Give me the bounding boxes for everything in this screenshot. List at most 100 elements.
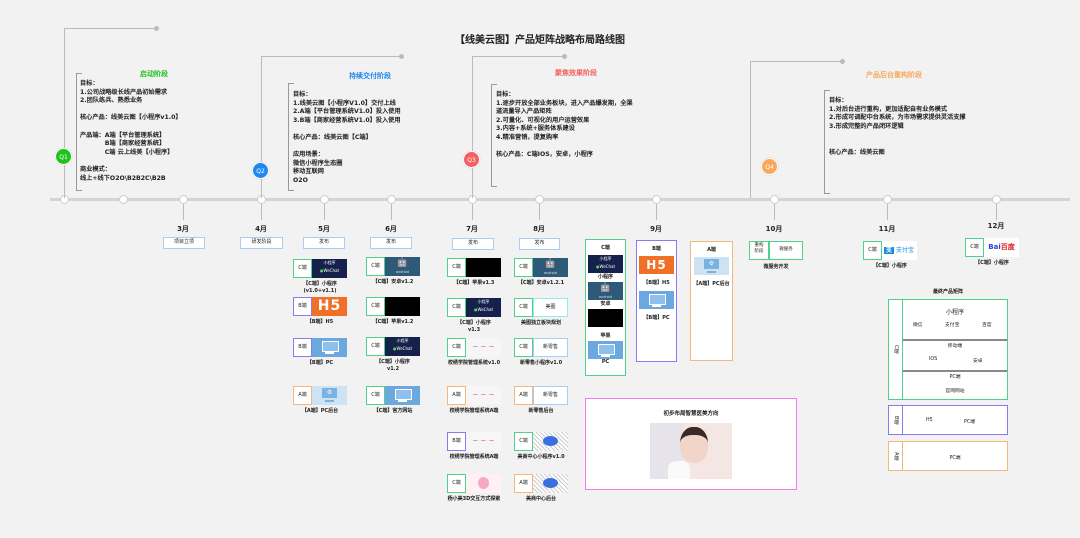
matrix-item: 官网网站 xyxy=(945,389,965,394)
stage-line: 2.可量化、可视化的用户运营效果 xyxy=(496,116,590,124)
stage-line xyxy=(293,143,401,152)
q1-connector-h xyxy=(64,28,156,29)
stage-line: 1.对后台进行重构，更加适配自有业务模式 xyxy=(829,105,948,113)
q4-marker: Q4 xyxy=(761,158,778,175)
stage-line xyxy=(80,157,182,166)
stage-line xyxy=(496,143,633,152)
caption: 校绣学院管理系统v1.0 xyxy=(447,360,501,366)
product-card: B端~ ~ ~校绣学院管理系统A端 xyxy=(447,432,501,460)
matrix-item: 百度 xyxy=(982,323,992,328)
month-tick xyxy=(183,204,184,220)
matrix-item: 微信 xyxy=(913,323,923,328)
box-item: 小程序 xyxy=(597,274,613,280)
stage-line: 核心产品：C端IOS，安卓，小程序 xyxy=(496,151,593,159)
c-tag: C端 xyxy=(366,257,385,276)
alipay-logo-icon: 支支付宝 xyxy=(882,241,917,260)
qr-code-icon xyxy=(533,432,568,451)
stage-line: 目标： xyxy=(80,80,99,87)
matrix-c-section: C端 小程序 微信 支付宝 百度 移动端 IOS 安卓 PC端 官网网站 xyxy=(888,299,1008,400)
pc-icon xyxy=(385,386,420,405)
sept-c-box: C端 小程序●WeChat 小程序 🤖android 安卓 苹果 PC xyxy=(585,239,626,376)
medical-title: 初步布局智慧医美方向 xyxy=(663,411,719,417)
product-card: A端~ ~ ~校绣学院管理系统A端 xyxy=(447,386,501,414)
brand-logo-icon: ~ ~ ~ xyxy=(466,386,501,405)
matrix-a-section: A端 PC端 xyxy=(888,441,1008,471)
android-icon: 🤖android xyxy=(533,258,568,277)
product-card: C端~ ~ ~校绣学院管理系统v1.0 xyxy=(447,338,501,366)
month-label: 8月 xyxy=(533,225,545,233)
bracket xyxy=(288,83,294,191)
product-card: A端【A端】PC后台 xyxy=(293,386,347,414)
month-tag: 发布 xyxy=(303,237,345,249)
stage-line xyxy=(829,131,966,140)
page-title: 【线美云图】产品矩阵战略布局路线图 xyxy=(455,35,625,46)
product-card: C端新零售新零售小程序v1.0 xyxy=(514,338,568,366)
product-card: C端小程序●WeChat【C端】小程序 v1.2 xyxy=(366,337,420,372)
matrix-item: 安卓 xyxy=(973,359,983,364)
stage-line: 1.线美云图【小程序V1.0】交付上线 xyxy=(293,99,396,107)
matrix-label: 小程序 xyxy=(945,309,964,316)
c-tag: C端 xyxy=(293,259,312,278)
stage-title: 持续交付阶段 xyxy=(349,72,391,80)
month-tick xyxy=(324,204,325,220)
product-card: B端【B端】PC xyxy=(293,338,347,366)
connector-dot xyxy=(562,54,567,59)
timeline-node xyxy=(178,195,188,204)
caption: 【B端】PC xyxy=(306,360,334,366)
stage-line: 4.精准营销，提复购率 xyxy=(496,133,559,141)
box-item: 【A端】PC后台 xyxy=(693,281,730,287)
apple-icon xyxy=(466,258,501,277)
b-tag: B端 xyxy=(293,338,312,357)
month-label: 5月 xyxy=(318,225,330,233)
product-card: C端美商中心小程序v1.0 xyxy=(514,432,568,460)
stage-line: 核心产品：线美云图【小程序v1.0】 xyxy=(80,114,182,122)
c-tag: C端 xyxy=(447,298,466,317)
box-title: C端 xyxy=(601,245,610,251)
stage-line: 2.形成可调配中台系统，为市场需求提供灵活支撑 xyxy=(829,114,966,122)
stage-line: 1.公司战略级长线产品初始需求 xyxy=(80,88,168,96)
box-item: 安卓 xyxy=(600,301,611,307)
caption: 美图独立板块规划 xyxy=(520,320,561,326)
box-item: PC xyxy=(601,359,610,365)
timeline-axis xyxy=(50,198,1070,201)
product-card: C端小程序●WeChat【C端】小程序 (v1.0+v1.1) xyxy=(293,259,347,294)
sept-b-box: B端 H5 【B端】H5 【B端】PC xyxy=(636,240,677,362)
bracket xyxy=(491,84,497,187)
caption: 美商中心后台 xyxy=(525,496,556,502)
caption: 校绣学院管理系统A端 xyxy=(449,454,499,460)
microservice-label: 微服务 xyxy=(779,247,793,252)
divider xyxy=(768,242,770,259)
q1-connector xyxy=(64,28,65,198)
c-tag: C端 xyxy=(863,241,882,260)
caption: 【C端】安卓v1.2.1 xyxy=(517,280,565,286)
3d-image-icon xyxy=(466,474,501,493)
month-tick xyxy=(391,204,392,220)
stage-title: 启动阶段 xyxy=(140,70,168,78)
q3-connector xyxy=(472,56,473,198)
a-tag: A端 xyxy=(514,386,533,405)
matrix-b-section: B端 H5 PC端 xyxy=(888,405,1008,435)
smart-medical-box: 初步布局智慧医美方向 xyxy=(585,398,797,490)
caption: 【C端】小程序 xyxy=(975,260,1009,266)
stage-line: O2O xyxy=(293,176,308,184)
month-label: 4月 xyxy=(255,225,267,233)
h5-icon: H5 xyxy=(639,256,674,274)
box-item: 【B端】PC xyxy=(643,315,670,321)
product-card: C端🤖android【C端】安卓v1.2.1 xyxy=(514,258,568,286)
pc-icon xyxy=(312,338,347,357)
text-box-icon: 新零售 xyxy=(533,338,568,357)
h5-icon: H5 xyxy=(312,297,347,316)
a-tag: A端 xyxy=(447,386,466,405)
wechat-miniprogram-icon: 小程序●WeChat xyxy=(466,298,501,317)
stage-line: B端【商家经营系统】 xyxy=(80,140,166,148)
timeline-node xyxy=(319,195,329,204)
caption: 【C端】苹果v1.3 xyxy=(453,280,495,286)
month-tick xyxy=(539,204,540,220)
q4-connector xyxy=(750,61,751,198)
apple-icon xyxy=(385,297,420,316)
product-card: C端 支支付宝 【C端】小程序 xyxy=(863,241,917,269)
pc-admin-icon xyxy=(312,386,347,405)
connector-dot xyxy=(154,26,159,31)
caption: 【C端】安卓v1.2 xyxy=(372,279,414,285)
